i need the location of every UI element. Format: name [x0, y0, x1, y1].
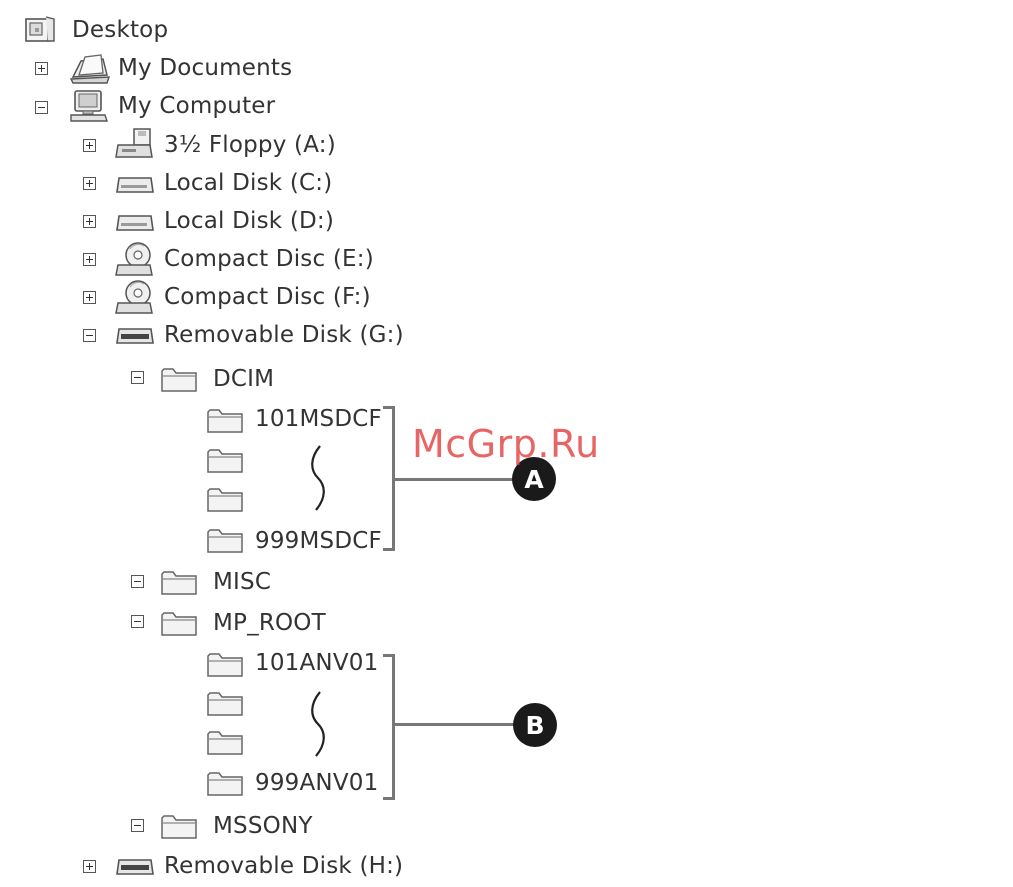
collapse-misc-button[interactable] — [131, 575, 144, 588]
tree-item-label: My Computer — [118, 91, 275, 121]
tree-item-label: 101MSDCF — [255, 404, 382, 434]
folder-icon — [206, 526, 244, 554]
tree-item-label: MSSONY — [213, 811, 313, 841]
tree-item-compact-disc-f[interactable]: Compact Disc (F:) — [164, 282, 371, 312]
folder-icon — [206, 650, 244, 678]
folder-icon[interactable] — [206, 728, 244, 756]
tree-item-floppy[interactable]: 3½ Floppy (A:) — [164, 130, 336, 160]
folder-icon — [160, 365, 198, 393]
expand-local-disk-c-button[interactable] — [83, 177, 96, 190]
cd-drive-icon — [114, 241, 156, 277]
tree-item-misc[interactable]: MISC — [213, 567, 271, 597]
tree-item-label: 101ANV01 — [255, 648, 378, 678]
tree-item-label: MP_ROOT — [213, 608, 326, 638]
tree-item-removable-disk-g[interactable]: Removable Disk (G:) — [164, 320, 404, 350]
tree-item-label: Compact Disc (F:) — [164, 282, 371, 312]
hard-drive-icon — [115, 172, 155, 198]
tree-item-my-documents[interactable]: My Documents — [118, 53, 292, 83]
folder-icon[interactable] — [206, 446, 244, 474]
my-documents-icon — [69, 53, 111, 85]
tree-item-mssony[interactable]: MSSONY — [213, 811, 313, 841]
leader-line-a — [395, 478, 515, 481]
folder-icon — [160, 568, 198, 596]
tree-item-local-disk-c[interactable]: Local Disk (C:) — [164, 168, 332, 198]
tree-item-label: 3½ Floppy (A:) — [164, 130, 336, 160]
tree-item-999msdcf[interactable]: 999MSDCF — [255, 526, 382, 556]
expand-compact-disc-f-button[interactable] — [83, 291, 96, 304]
collapse-removable-disk-g-button[interactable] — [83, 329, 96, 342]
tree-item-label: Removable Disk (G:) — [164, 320, 404, 350]
expand-floppy-button[interactable] — [83, 139, 96, 152]
collapse-my-computer-button[interactable] — [35, 101, 48, 114]
callout-b-badge: B — [513, 703, 557, 747]
tree-item-label: MISC — [213, 567, 271, 597]
collapse-mp-root-button[interactable] — [131, 615, 144, 628]
ellipsis-squiggle — [306, 690, 332, 758]
folder-icon — [160, 609, 198, 637]
leader-line-b — [395, 723, 515, 726]
expand-my-documents-button[interactable] — [35, 62, 48, 75]
tree-item-my-computer[interactable]: My Computer — [118, 91, 275, 121]
bracket-b — [383, 654, 395, 800]
folder-icon — [206, 406, 244, 434]
cd-drive-icon — [114, 279, 156, 315]
tree-item-101anv01[interactable]: 101ANV01 — [255, 648, 378, 678]
watermark-text: McGrp.Ru — [412, 422, 600, 466]
tree-item-dcim[interactable]: DCIM — [213, 364, 274, 394]
folder-icon[interactable] — [206, 689, 244, 717]
tree-item-label: Removable Disk (H:) — [164, 851, 403, 881]
expand-removable-disk-h-button[interactable] — [83, 860, 96, 873]
tree-item-label: DCIM — [213, 364, 274, 394]
my-computer-icon — [69, 89, 109, 123]
collapse-mssony-button[interactable] — [131, 819, 144, 832]
tree-item-mp-root[interactable]: MP_ROOT — [213, 608, 326, 638]
tree-item-101msdcf[interactable]: 101MSDCF — [255, 404, 382, 434]
folder-icon[interactable] — [206, 485, 244, 513]
tree-item-999anv01[interactable]: 999ANV01 — [255, 768, 378, 798]
tree-item-compact-disc-e[interactable]: Compact Disc (E:) — [164, 244, 374, 274]
tree-item-label: 999MSDCF — [255, 526, 382, 556]
hard-drive-icon — [115, 210, 155, 236]
removable-drive-icon — [115, 854, 155, 880]
collapse-dcim-button[interactable] — [131, 371, 144, 384]
tree-item-local-disk-d[interactable]: Local Disk (D:) — [164, 206, 334, 236]
tree-item-desktop[interactable]: Desktop — [72, 15, 168, 45]
ellipsis-squiggle — [306, 444, 332, 512]
folder-icon — [160, 812, 198, 840]
floppy-drive-icon — [114, 127, 156, 161]
tree-item-label: Compact Disc (E:) — [164, 244, 374, 274]
desktop-icon[interactable] — [24, 15, 56, 45]
removable-drive-icon — [115, 323, 155, 349]
tree-item-label: My Documents — [118, 53, 292, 83]
expand-local-disk-d-button[interactable] — [83, 215, 96, 228]
tree-item-label: Local Disk (D:) — [164, 206, 334, 236]
tree-item-label: Desktop — [72, 15, 168, 45]
folder-icon — [206, 769, 244, 797]
tree-item-removable-disk-h[interactable]: Removable Disk (H:) — [164, 851, 403, 881]
expand-compact-disc-e-button[interactable] — [83, 253, 96, 266]
tree-item-label: Local Disk (C:) — [164, 168, 332, 198]
bracket-a — [383, 406, 395, 551]
tree-item-label: 999ANV01 — [255, 768, 378, 798]
